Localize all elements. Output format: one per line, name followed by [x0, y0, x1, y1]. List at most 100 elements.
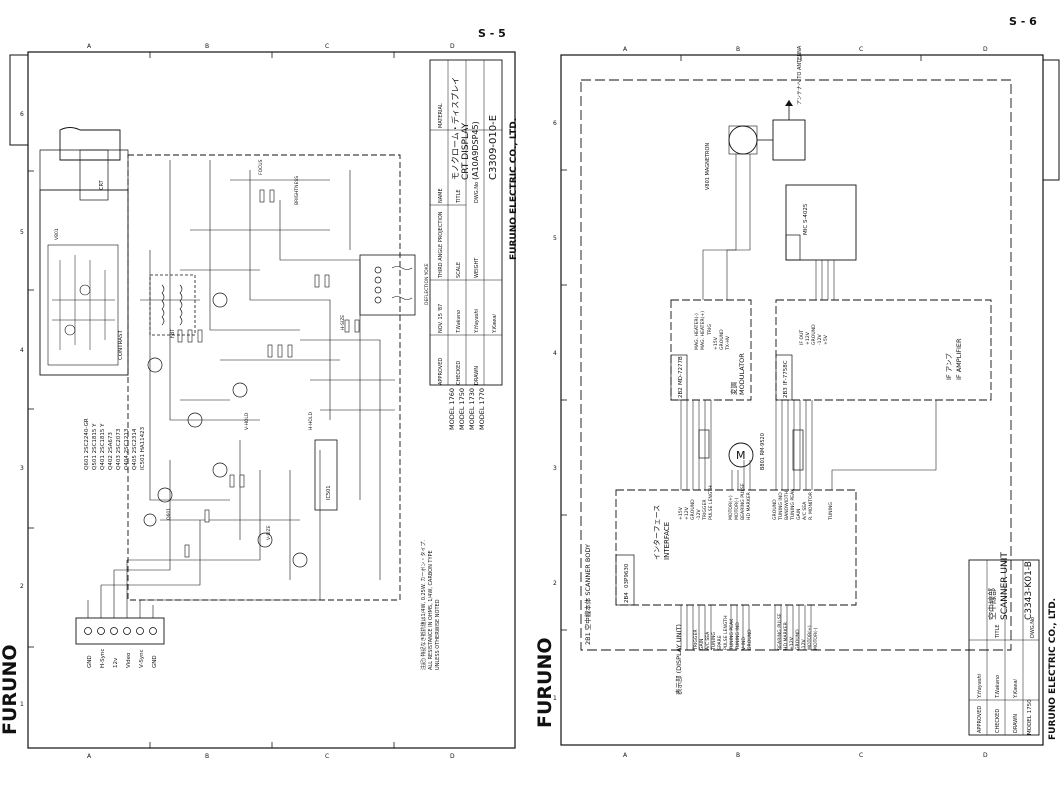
v801-label: V801: [54, 228, 60, 240]
svg-text:+15V: +15V: [678, 506, 684, 520]
svg-text:TUNING IND: TUNING IND: [778, 492, 784, 521]
svg-text:BANDWIDTH: BANDWIDTH: [784, 491, 790, 520]
flyback-transformer: FBT: [149, 274, 196, 338]
grid-col-4: 4: [20, 347, 24, 354]
h-hold-label: H-HOLD: [308, 412, 314, 430]
v-size-label: V-SIZE: [266, 525, 272, 540]
svg-text:HD MARKER: HD MARKER: [746, 491, 752, 520]
svg-text:MD-7277B: MD-7277B: [678, 356, 684, 385]
v-hold-label: V-HOLD: [244, 412, 250, 430]
crt-label: CRT: [99, 179, 105, 190]
mic-block: MIC S-4025: [785, 184, 857, 300]
svg-text:TUNING: TUNING: [828, 502, 834, 521]
svg-text:TUNING IND: TUNING IND: [735, 622, 741, 651]
grid-col-3: 3: [553, 465, 557, 472]
svg-text:FBT: FBT: [170, 328, 176, 338]
circuit-wiring: [87, 160, 395, 618]
svg-text:DRAWN: DRAWN: [474, 366, 480, 385]
svg-text:注記) 特記なき抵抗値は1/4W, 0.25W. カーボン・: 注記) 特記なき抵抗値は1/4W, 0.25W. カーボン・タイプ.: [420, 540, 427, 670]
title-model: (A10A9DSP45): [471, 121, 480, 180]
title-block: APPROVED CHECKED DRAWN NOV. 15 '87 T.Nak…: [429, 59, 519, 430]
svg-text:03P9630: 03P9630: [624, 563, 630, 588]
svg-text:Q601 2SC2240-GR: Q601 2SC2240-GR: [84, 418, 90, 470]
motor-symbol: M: [736, 449, 746, 462]
svg-text:A/C SEA: A/C SEA: [705, 631, 711, 650]
crt-tube: CRT: [39, 127, 129, 201]
svg-text:+15V: +15V: [713, 336, 719, 350]
grid-col-6: 6: [20, 111, 24, 118]
schematic-sheet-crt-display: S - 5 A B C D A B C D 1 2 3 4 5 6 FURUNO: [0, 27, 519, 760]
svg-text:MOTOR(+): MOTOR(+): [728, 495, 734, 520]
modulator-board: 2B2 MD-7277B 変調 MODULATOR MAG. HEATER(-)…: [670, 299, 752, 401]
title-jp: 空中線部: [987, 588, 997, 620]
title-en: SCANNER UNIT: [1000, 552, 1010, 620]
svg-text:V801 MAGNETRON: V801 MAGNETRON: [705, 143, 711, 190]
svg-text:MAG. HEATER(+): MAG. HEATER(+): [700, 311, 706, 350]
grid-row-b: B: [205, 43, 209, 50]
svg-text:BEARING PULSE: BEARING PULSE: [740, 483, 746, 520]
if-amplifier-board: 2B3 IF-7758C IF アンプ IF AMPLIFIER IF OUT …: [775, 299, 992, 401]
company-name: FURUNO ELECTRIC CO., LTD.: [1048, 598, 1058, 740]
svg-text:IC501: IC501: [326, 485, 332, 500]
svg-text:+12V: +12V: [789, 636, 795, 650]
grid-row-c: C: [859, 46, 863, 53]
svg-text:PULSE LENGTH: PULSE LENGTH: [708, 485, 714, 520]
dwg-number: C3343-K01-B: [1024, 561, 1034, 620]
svg-text:TRIG: TRIG: [707, 324, 713, 336]
svg-text:Y.Hayashi: Y.Hayashi: [474, 308, 480, 333]
svg-text:Y.Kawai: Y.Kawai: [492, 314, 498, 333]
ic501: IC501: [314, 439, 338, 511]
grid-row-d: D: [983, 46, 988, 53]
svg-text:+12V: +12V: [684, 506, 690, 520]
svg-text:TX-HV: TX-HV: [725, 335, 731, 351]
focus-label: FOCUS: [258, 159, 264, 175]
svg-text:Q501 2SC1815 Y: Q501 2SC1815 Y: [92, 423, 98, 470]
svg-text:GROUND: GROUND: [719, 329, 725, 350]
svg-text:2B4: 2B4: [624, 592, 630, 603]
svg-text:表示部 (DISPLAY UNIT): 表示部 (DISPLAY UNIT): [674, 624, 683, 695]
svg-text:Q401 2SC1815 Y: Q401 2SC1815 Y: [100, 423, 106, 470]
grid-row-b: B: [736, 46, 740, 53]
svg-text:TRIGGER: TRIGGER: [702, 499, 708, 521]
connector-pin-2: H-Sync: [100, 649, 106, 668]
svg-text:D: D: [983, 752, 988, 759]
svg-text:MOTOR(-): MOTOR(-): [734, 497, 740, 520]
deflection-yoke: DEFLECTION YOKE: [359, 254, 430, 316]
svg-text:A: A: [623, 752, 628, 759]
brightness-label: BRIGHTNESS: [294, 176, 300, 205]
svg-text:C: C: [859, 752, 863, 759]
svg-text:GROUND: GROUND: [795, 629, 801, 650]
svg-text:IC501 HA11423: IC501 HA11423: [140, 426, 146, 470]
svg-text:R. MONITOR: R. MONITOR: [808, 491, 814, 520]
svg-text:-12V: -12V: [696, 508, 702, 520]
svg-text:HD MARKER: HD MARKER: [783, 621, 789, 650]
svg-text:DRAWN: DRAWN: [1013, 714, 1019, 733]
svg-text:GROUND: GROUND: [811, 324, 817, 345]
resistors: [177, 189, 360, 558]
svg-text:NAME: NAME: [438, 188, 444, 203]
svg-text:MODEL 1760: MODEL 1760: [448, 388, 456, 430]
h-size-label: H-SIZE: [340, 315, 346, 330]
main-board: [127, 154, 401, 601]
scanner-unit-schematic: S - 6 A B C D A B C D 1 2 3 4 5 6 FURUNO…: [534, 15, 1060, 759]
grid-col-6: 6: [553, 120, 557, 127]
grid-row-d: D: [450, 43, 455, 50]
svg-text:WEIGHT: WEIGHT: [474, 257, 480, 278]
svg-text:TITLE: TITLE: [456, 189, 462, 204]
page-number: S - 6: [1009, 15, 1037, 28]
svg-text:Q403 2SC2073: Q403 2SC2073: [116, 428, 122, 470]
svg-text:+5V: +5V: [823, 334, 829, 345]
svg-text:Q404 2SC1213: Q404 2SC1213: [124, 428, 130, 470]
svg-text:+12V: +12V: [805, 331, 811, 345]
svg-text:MATERIAL: MATERIAL: [438, 103, 444, 128]
svg-text:MODULATOR: MODULATOR: [738, 353, 746, 395]
brand-logo: FURUNO: [534, 637, 556, 728]
grid-col-1: 1: [20, 701, 24, 708]
svg-text:Q402 2SA673: Q402 2SA673: [108, 432, 114, 470]
dwg-number: C3309-010-E: [488, 115, 499, 180]
schematic-sheet-scanner-unit: S - 6 A B C D A B C D 1 2 3 4 5 6 FURUNO…: [531, 0, 1062, 788]
display-unit-label: 表示部 (DISPLAY UNIT): [674, 624, 683, 695]
svg-text:GROUND: GROUND: [747, 629, 753, 650]
svg-text:MOTOR(-): MOTOR(-): [813, 627, 819, 650]
svg-text:B: B: [205, 753, 209, 760]
